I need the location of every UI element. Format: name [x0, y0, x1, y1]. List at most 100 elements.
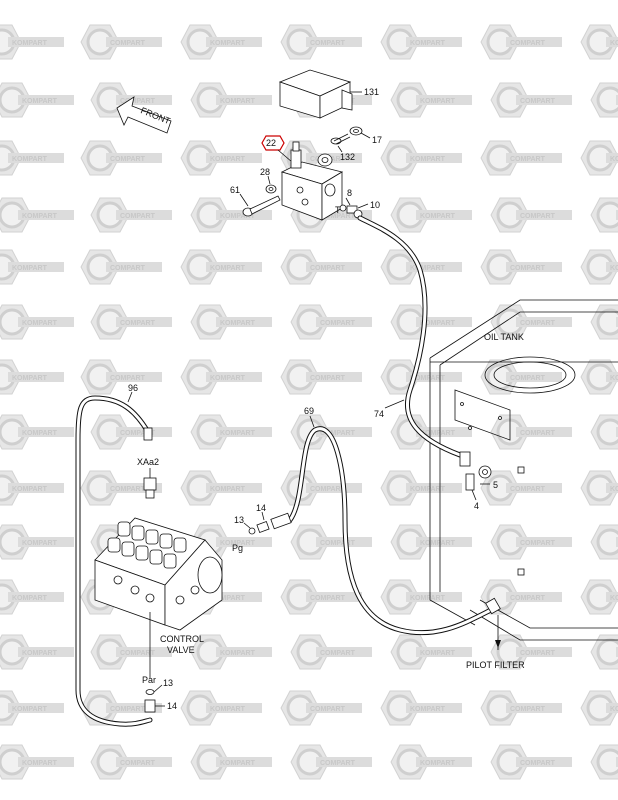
solenoid-cover-part	[278, 69, 353, 119]
watermark-badge: COMPART	[89, 633, 174, 671]
watermark-badge: COMPART	[289, 196, 374, 234]
watermark-badge: COMPART	[279, 358, 364, 396]
watermark-text: KOMPART	[210, 595, 246, 602]
watermark-badge: KOMPART	[389, 633, 474, 671]
pilot-filter-label: PILOT FILTER	[466, 660, 525, 670]
watermark-badge: COMPART	[479, 139, 564, 177]
leader-13b	[153, 684, 163, 693]
watermark-text: COMPART	[320, 650, 356, 657]
watermark-text: KOMPART	[610, 706, 618, 713]
watermark-badge: KOMPART	[589, 303, 618, 341]
watermark-badge: COMPART	[79, 689, 164, 727]
valve-block-part	[280, 141, 344, 221]
watermark-badge: KOMPART	[389, 413, 474, 451]
callout-69: 69	[304, 406, 314, 416]
watermark-badge: KOMPART	[189, 413, 274, 451]
watermark-text: KOMPART	[210, 156, 246, 163]
callout-5: 5	[493, 480, 498, 490]
watermark-badge: COMPART	[489, 633, 574, 671]
watermark-badge: COMPART	[479, 358, 564, 396]
watermark-text: KOMPART	[420, 98, 456, 105]
watermark-text: KOMPART	[210, 375, 246, 382]
watermark-badge: COMPART	[489, 196, 574, 234]
watermark-badge: KOMPART	[0, 23, 66, 61]
watermark-badge: KOMPART	[389, 523, 474, 561]
watermark-text: KOMPART	[610, 486, 618, 493]
watermark-badge: KOMPART	[579, 358, 618, 396]
leader-22	[277, 149, 293, 163]
watermark-badge: KOMPART	[0, 358, 66, 396]
watermark-text: COMPART	[510, 595, 546, 602]
watermark-text: KOMPART	[610, 40, 618, 47]
callout-61: 61	[230, 185, 240, 195]
watermark-badge: KOMPART	[179, 469, 264, 507]
watermark-badge: KOMPART	[0, 689, 66, 727]
callout-8: 8	[347, 188, 352, 198]
fitting-par	[144, 689, 156, 713]
callout-14a: 14	[256, 503, 266, 513]
watermark-badge: COMPART	[289, 413, 374, 451]
watermark-badge: KOMPART	[579, 689, 618, 727]
watermark-text: COMPART	[520, 650, 556, 657]
pg-label: Pg	[232, 543, 243, 553]
watermark-text: COMPART	[110, 706, 146, 713]
watermark-text: KOMPART	[420, 760, 456, 767]
fitting-pg	[248, 512, 292, 535]
watermark-badge: COMPART	[479, 469, 564, 507]
watermark-badge: KOMPART	[0, 578, 66, 616]
watermark-badge: COMPART	[79, 139, 164, 177]
watermark-text: KOMPART	[220, 430, 256, 437]
watermark-badge: COMPART	[489, 523, 574, 561]
callout-13a: 13	[234, 515, 244, 525]
watermark-text: COMPART	[310, 486, 346, 493]
watermark-badge: COMPART	[79, 469, 164, 507]
watermark-text: KOMPART	[210, 265, 246, 272]
watermark-badge: COMPART	[89, 743, 174, 781]
watermark-badge: KOMPART	[579, 578, 618, 616]
leader-14a	[261, 511, 265, 521]
fitting-4	[459, 451, 492, 491]
watermark-text: COMPART	[320, 540, 356, 547]
watermark-text: KOMPART	[410, 375, 446, 382]
watermark-text: COMPART	[110, 265, 146, 272]
watermark-text: KOMPART	[220, 540, 256, 547]
callout-132: 132	[340, 152, 355, 162]
watermark-badge: COMPART	[479, 689, 564, 727]
watermark-badge: KOMPART	[0, 523, 76, 561]
callout-4: 4	[474, 501, 479, 511]
watermark-text: KOMPART	[410, 40, 446, 47]
watermark-text: COMPART	[520, 320, 556, 327]
watermark-badge: KOMPART	[379, 469, 464, 507]
watermark-badge: KOMPART	[179, 578, 264, 616]
seal-28	[265, 184, 277, 194]
hose-69	[287, 426, 498, 636]
watermark-text: KOMPART	[410, 486, 446, 493]
watermark-text: KOMPART	[410, 156, 446, 163]
watermark-badge: COMPART	[279, 248, 364, 286]
watermark-badge: KOMPART	[389, 196, 474, 234]
bolt-61	[242, 195, 281, 217]
watermark-badge: COMPART	[479, 578, 564, 616]
watermark-text: KOMPART	[410, 706, 446, 713]
watermark-text: COMPART	[310, 706, 346, 713]
watermark-badge: KOMPART	[589, 81, 618, 119]
watermark-badge: KOMPART	[379, 689, 464, 727]
watermark-badge: KOMPART	[379, 578, 464, 616]
callout-131: 131	[364, 87, 379, 97]
oil-tank-label: OIL TANK	[484, 332, 524, 342]
watermark-text: COMPART	[120, 650, 156, 657]
watermark-badge: COMPART	[79, 358, 164, 396]
watermark-badge: COMPART	[289, 633, 374, 671]
watermark-badge: KOMPART	[389, 303, 474, 341]
watermark-badge: COMPART	[89, 413, 174, 451]
watermark-badge: COMPART	[89, 303, 174, 341]
watermark-text: COMPART	[310, 40, 346, 47]
watermark-badge: KOMPART	[179, 358, 264, 396]
watermark-badge: KOMPART	[189, 633, 274, 671]
watermark-text: COMPART	[320, 213, 356, 220]
watermark-badge: KOMPART	[189, 196, 274, 234]
watermark-text: KOMPART	[610, 375, 618, 382]
watermark-text: KOMPART	[210, 486, 246, 493]
watermark-text: COMPART	[120, 430, 156, 437]
